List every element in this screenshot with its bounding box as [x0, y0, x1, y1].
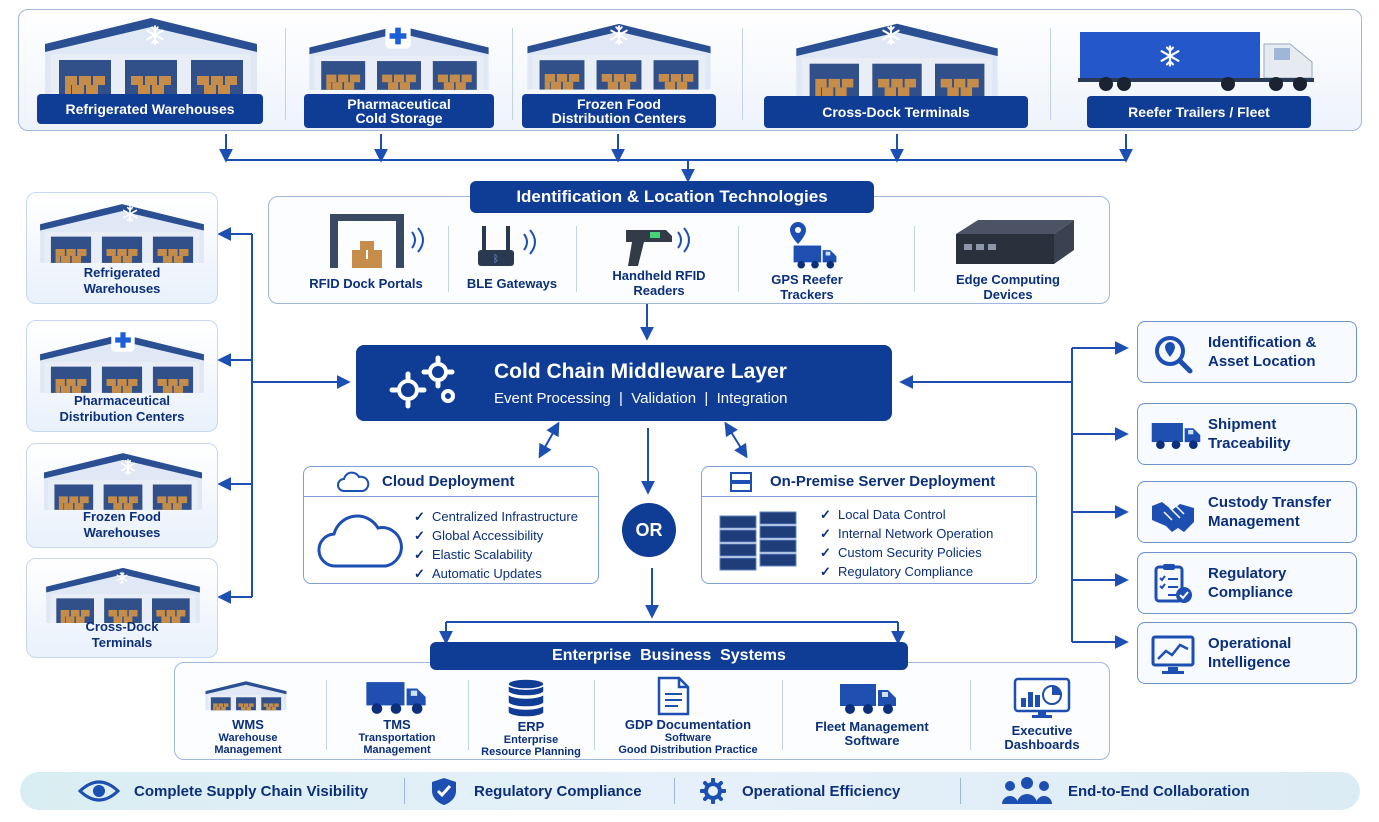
- server-rack-icon: [719, 511, 797, 571]
- cloud-feature: Elastic Scalability: [432, 547, 533, 562]
- snowflake-icon: [144, 24, 166, 46]
- outcome-card: Operational Intelligence: [1137, 622, 1357, 684]
- enterprise-system: TMS Transportation Management: [358, 717, 436, 757]
- onprem-feature: Local Data Control: [838, 507, 946, 522]
- enterprise-system: ERP Enterprise Resource Planning: [481, 719, 581, 759]
- side-facility-label: Cross-Dock Terminals: [85, 619, 159, 650]
- cloud-deployment-title: Cloud Deployment: [382, 473, 515, 490]
- snowflake-icon: [880, 24, 902, 46]
- dashboard-monitor-icon: [1013, 677, 1071, 718]
- truck-icon: [1151, 423, 1201, 449]
- middleware-title: Cold Chain Middleware Layer: [494, 360, 787, 383]
- fleet-truck-icon: [840, 684, 896, 714]
- side-facility-card: Refrigerated Warehouses: [26, 192, 218, 304]
- side-facility-label: Pharmaceutical Distribution Centers: [59, 393, 185, 424]
- reefer-trailer-image: [1078, 32, 1314, 91]
- enterprise-system: Executive Dashboards: [1004, 723, 1080, 752]
- rfid-portal-icon: [330, 214, 424, 268]
- enterprise-panel: [174, 662, 1110, 760]
- outcome-card: Regulatory Compliance: [1137, 552, 1357, 614]
- onprem-feature: Regulatory Compliance: [838, 564, 974, 579]
- top-facility-label: Reefer Trailers / Fleet: [1087, 96, 1311, 128]
- outcome-label: Shipment Traceability: [1208, 416, 1291, 452]
- gears-icon: [389, 355, 455, 409]
- top-facility-label: Frozen Food Distribution Centers: [522, 94, 716, 128]
- enterprise-title: Enterprise Business Systems: [430, 642, 908, 670]
- cloud-deployment-header: Cloud Deployment: [304, 467, 598, 497]
- onprem-features-list: ✓Local Data Control ✓Internal Network Op…: [820, 507, 994, 579]
- benefit-item: Operational Efficiency: [700, 772, 900, 810]
- tech-label: BLE Gateways: [466, 276, 558, 291]
- side-facility-card: Cross-Dock Terminals: [26, 558, 218, 658]
- middleware-layer: [356, 345, 892, 421]
- handheld-reader-icon: [626, 227, 690, 266]
- benefits-bar: [20, 772, 1360, 810]
- outcome-card: Custody Transfer Management: [1137, 481, 1357, 543]
- onprem-deployment-title: On-Premise Server Deployment: [770, 473, 996, 490]
- snowflake-icon: [608, 24, 630, 46]
- onprem-feature: Internal Network Operation: [838, 526, 994, 541]
- snowflake-icon: [1158, 44, 1182, 68]
- handshake-icon: [1152, 502, 1194, 532]
- benefit-item: Complete Supply Chain Visibility: [78, 772, 368, 810]
- medical-cross-icon: [382, 22, 414, 50]
- clipboard-check-icon: [1154, 564, 1192, 603]
- tech-label: GPS Reefer Trackers: [771, 272, 843, 302]
- medical-cross-icon: [109, 327, 137, 353]
- svg-text:ᛒ: ᛒ: [493, 254, 499, 265]
- onprem-feature: Custom Security Policies: [838, 545, 982, 560]
- tech-label: RFID Dock Portals: [309, 276, 423, 291]
- wms-warehouse-icon: [205, 681, 287, 711]
- middleware-subtitle: Event Processing | Validation | Integrat…: [494, 390, 788, 407]
- side-facility-card: Pharmaceutical Distribution Centers: [26, 320, 218, 432]
- cloud-features-list: ✓Centralized Infrastructure ✓Global Acce…: [414, 509, 578, 581]
- server-icon: [730, 471, 752, 492]
- outcome-label: Custody Transfer Management: [1208, 494, 1332, 530]
- benefit-item: End-to-End Collaboration: [1000, 772, 1250, 810]
- snowflake-icon: [121, 205, 139, 223]
- benefit-item: Regulatory Compliance: [430, 772, 642, 810]
- ble-gateway-icon: ᛒ: [478, 226, 536, 266]
- snowflake-icon: [119, 458, 137, 476]
- edge-device-icon: [956, 220, 1074, 264]
- cloud-feature: Automatic Updates: [432, 566, 542, 581]
- side-facility-card: Frozen Food Warehouses: [26, 443, 218, 548]
- people-icon: [1002, 777, 1052, 804]
- outcome-label: Identification & Asset Location: [1208, 334, 1317, 370]
- shield-check-icon: [432, 778, 456, 805]
- technologies-title: Identification & Location Technologies: [470, 181, 874, 213]
- cloud-large-icon: [317, 514, 403, 568]
- analytics-monitor-icon: [1151, 635, 1195, 674]
- document-icon: [657, 676, 690, 716]
- outcome-label: Regulatory Compliance: [1208, 565, 1294, 601]
- side-facility-label: Refrigerated Warehouses: [83, 265, 161, 296]
- enterprise-system: WMS Warehouse Management: [214, 717, 282, 757]
- asset-search-icon: [1155, 336, 1193, 374]
- cloud-deployment-card: Cloud Deployment: [303, 466, 599, 584]
- snowflake-icon: [115, 571, 129, 585]
- eye-icon: [78, 780, 120, 802]
- gps-tracker-icon: [790, 222, 837, 269]
- top-facility-label: Refrigerated Warehouses: [37, 94, 263, 124]
- onprem-deployment-header: On-Premise Server Deployment: [702, 467, 1036, 497]
- outcome-card: Identification & Asset Location: [1137, 321, 1357, 383]
- cloud-feature: Centralized Infrastructure: [432, 509, 578, 524]
- onprem-deployment-card: On-Premise Server Deployment: [701, 466, 1037, 584]
- tms-truck-icon: [366, 682, 426, 714]
- top-facility-label: Pharmaceutical Cold Storage: [304, 94, 494, 128]
- tech-label: Handheld RFID Readers: [612, 268, 706, 298]
- tech-label: Edge Computing Devices: [956, 272, 1060, 302]
- database-icon: [507, 678, 545, 718]
- gear-icon: [700, 778, 726, 804]
- top-facility-label: Cross-Dock Terminals: [764, 96, 1028, 128]
- side-facility-label: Frozen Food Warehouses: [83, 509, 161, 540]
- or-badge: OR: [622, 503, 676, 557]
- outcome-label: Operational Intelligence: [1208, 635, 1292, 671]
- cloud-icon: [337, 471, 370, 492]
- cloud-feature: Global Accessibility: [432, 528, 544, 543]
- outcome-card: Shipment Traceability: [1137, 403, 1357, 465]
- enterprise-system: GDP Documentation Software Good Distribu…: [618, 717, 758, 757]
- enterprise-system: Fleet Management Software: [815, 719, 929, 748]
